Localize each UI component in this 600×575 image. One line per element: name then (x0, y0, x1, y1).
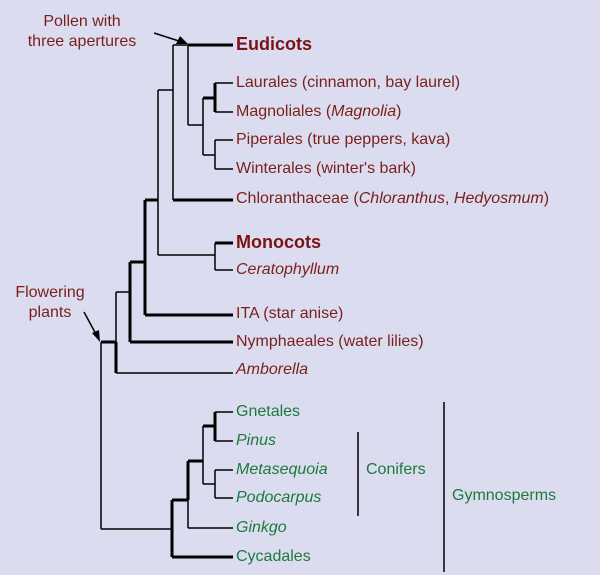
pollen-annotation-line2: three apertures (27, 33, 137, 50)
taxon-chloranthus: Chloranthus (358, 190, 446, 207)
taxon-monocots: Monocots (236, 232, 321, 252)
group-conifers: Conifers (366, 461, 426, 478)
flowering-annotation: Flowering plants (2, 283, 98, 323)
taxon-nymphaeales: Nymphaeales (water lilies) (236, 333, 424, 350)
flowering-annotation-line2: plants (28, 304, 72, 321)
taxon-eudicots: Eudicots (236, 34, 313, 54)
taxon-amborella: Amborella (236, 361, 309, 378)
taxon-piperales: Piperales (true peppers, kava) (236, 131, 451, 148)
taxon-winterales: Winterales (winter's bark) (236, 160, 416, 177)
taxon-chloranthaceae-sep: , (445, 190, 454, 207)
taxon-magnoliales-genus: Magnolia (331, 103, 397, 120)
taxon-gnetales: Gnetales (236, 403, 301, 420)
taxon-ita: ITA (star anise) (236, 305, 344, 322)
taxon-cycadales: Cycadales (236, 548, 311, 565)
pollen-annotation: Pollen with three apertures (4, 12, 160, 52)
taxon-chloranthaceae-text: Chloranthaceae ( (236, 190, 359, 207)
group-gymnosperms: Gymnosperms (452, 487, 557, 504)
taxon-magnoliales-text: Magnoliales ( (236, 103, 332, 120)
flowering-arrow-head (92, 330, 100, 342)
taxon-hedyosmum: Hedyosmum (453, 190, 544, 207)
taxon-podocarpus: Podocarpus (236, 489, 322, 506)
taxon-ginkgo: Ginkgo (236, 519, 287, 536)
pollen-annotation-line1: Pollen with (43, 13, 121, 30)
pollen-arrow-line (153, 32, 183, 43)
taxon-pinus: Pinus (236, 432, 277, 449)
taxon-laurales: Laurales (cinnamon, bay laurel) (236, 74, 461, 91)
taxon-chloranthaceae-close: ) (543, 190, 550, 207)
taxon-magnoliales-close: ) (396, 103, 402, 120)
taxon-ceratophyllum: Ceratophyllum (236, 261, 340, 278)
taxon-chloranthaceae: Chloranthaceae (Chloranthus, Hedyosmum) (236, 189, 549, 209)
flowering-annotation-line1: Flowering (15, 284, 85, 301)
taxon-metasequoia: Metasequoia (236, 461, 328, 478)
pollen-arrow-head (176, 36, 188, 44)
taxon-magnoliales: Magnoliales (Magnolia) (236, 102, 401, 122)
